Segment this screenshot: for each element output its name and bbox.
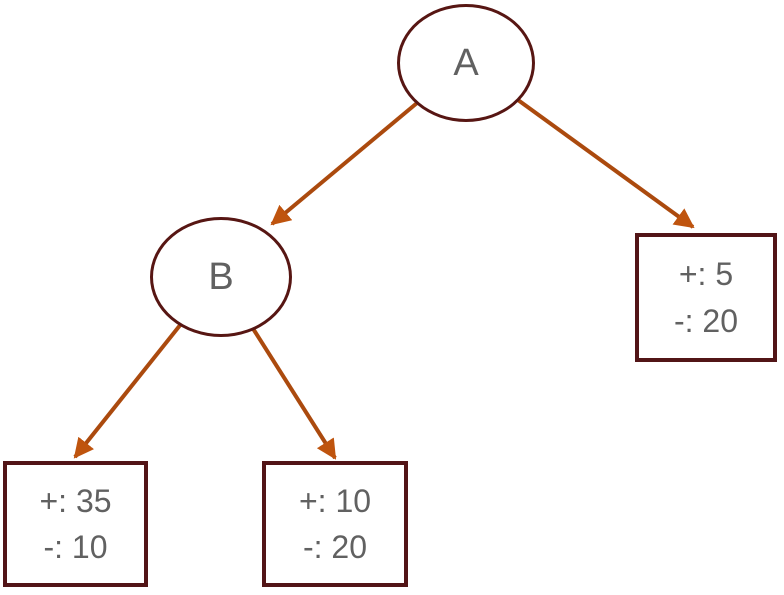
leaf-bottom-middle-positive-count: +: 10 — [298, 482, 372, 519]
edge-b-to-leaf-bottom-left — [73, 322, 183, 459]
leaf-box-bottom-middle: +: 10 -: 20 — [262, 461, 408, 587]
edge-a-to-leaf-right — [516, 98, 695, 229]
leaf-right-positive-count: +: 5 — [678, 256, 734, 293]
node-b-label: B — [208, 255, 234, 298]
leaf-right-negative-count: -: 20 — [673, 302, 739, 339]
node-a-label: A — [453, 41, 479, 84]
leaf-bottom-left-positive-count: +: 35 — [39, 482, 112, 519]
leaf-box-right: +: 5 -: 20 — [635, 233, 777, 362]
edge-a-to-b — [270, 101, 419, 226]
node-b: B — [150, 217, 292, 337]
node-a: A — [397, 4, 535, 122]
leaf-bottom-middle-negative-count: -: 20 — [302, 529, 368, 565]
leaf-box-bottom-left: +: 35 -: 10 — [3, 461, 148, 587]
edge-b-to-leaf-bottom-middle — [250, 325, 337, 460]
leaf-bottom-left-negative-count: -: 10 — [43, 529, 108, 565]
